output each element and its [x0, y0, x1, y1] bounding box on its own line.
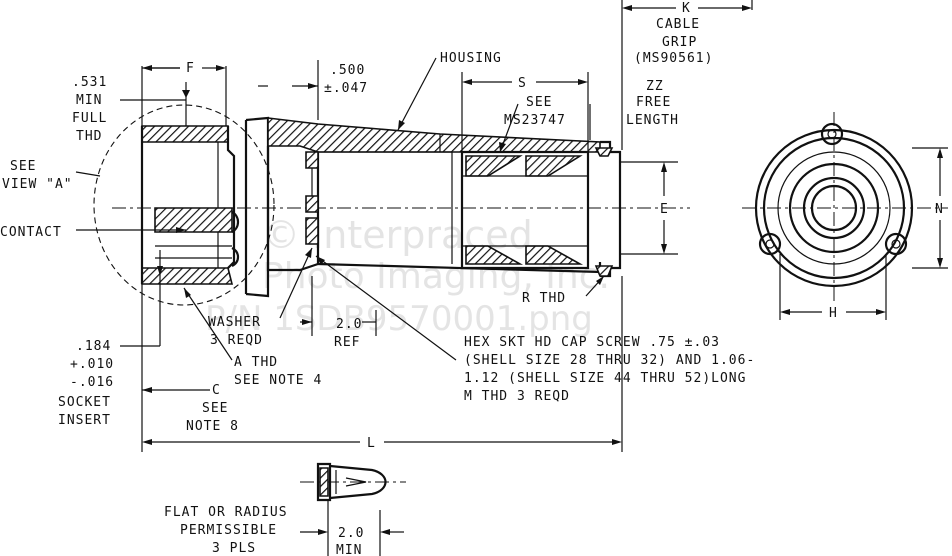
dimension-lines	[75, 0, 753, 556]
label-socket: SOCKET	[58, 395, 111, 410]
label-flat-1: FLAT OR RADIUS	[164, 505, 288, 520]
inner-bore	[318, 151, 453, 264]
screw-hole-top	[820, 122, 844, 146]
label-contact: CONTACT	[0, 225, 62, 240]
screw-hole-left	[758, 232, 782, 256]
label-grip: GRIP	[662, 35, 697, 50]
label-note-8: NOTE 8	[186, 419, 239, 434]
label-washer: WASHER	[208, 315, 261, 330]
r-thread-top	[594, 147, 614, 157]
label-hex-2: (SHELL SIZE 28 THRU 32) AND 1.06-	[464, 353, 755, 368]
label-free: FREE	[636, 95, 671, 110]
label-dim-2-0-ref: 2.0	[336, 317, 362, 332]
label-see-2: SEE	[526, 95, 552, 110]
label-see-1: SEE	[10, 159, 36, 174]
socket-insert	[154, 207, 233, 233]
washer-lower	[305, 217, 319, 245]
label-min-2: MIN	[336, 543, 362, 556]
label-hex-4: M THD 3 REQD	[464, 389, 570, 404]
watermark: © Interpraced Photo Imaging, Inc. P/N 1S…	[205, 213, 610, 339]
label-a-thd: A THD	[234, 355, 278, 370]
label-f: F	[186, 61, 195, 76]
contact-tip-2	[231, 247, 240, 267]
label-h: H	[829, 306, 838, 321]
label-l: L	[367, 436, 376, 451]
label-tol-047: ±.047	[324, 81, 368, 96]
label-tol-016: -.016	[70, 375, 114, 390]
label-ms90561: (MS90561)	[634, 51, 713, 66]
coupling-nut-top	[141, 125, 229, 143]
label-full: FULL	[72, 111, 107, 126]
label-3-pls: 3 PLS	[212, 541, 256, 556]
label-r-thd: R THD	[522, 291, 566, 306]
grip-seal-4	[525, 245, 584, 265]
side-view	[93, 104, 690, 306]
end-view	[742, 112, 948, 320]
r-thread	[594, 265, 614, 277]
grip-seal-2	[525, 155, 583, 177]
watermark-line-3: P/N 1SDB9570001.png	[205, 299, 593, 339]
label-ref: REF	[334, 335, 360, 350]
grip-seal-1	[465, 155, 523, 177]
label-c: C	[212, 383, 221, 398]
label-cable: CABLE	[656, 17, 700, 32]
screw-hole-right	[884, 232, 908, 256]
label-insert: INSERT	[58, 413, 111, 428]
label-dim-2-0-min: 2.0	[338, 526, 364, 541]
contact-tip	[231, 211, 240, 233]
label-length: LENGTH	[626, 113, 679, 128]
coupling-nut-bottom	[141, 267, 234, 285]
label-k: K	[682, 1, 691, 16]
label-zz: ZZ	[646, 79, 664, 94]
label-flat-2: PERMISSIBLE	[180, 523, 277, 538]
housing-rear-wall	[266, 146, 319, 272]
label-dim-500: .500	[330, 63, 365, 78]
label-see-3: SEE	[202, 401, 228, 416]
label-housing: HOUSING	[440, 51, 502, 66]
label-ms23747: MS23747	[504, 113, 566, 128]
label-see-note-4: SEE NOTE 4	[234, 373, 322, 388]
label-dim-531: .531	[72, 75, 107, 90]
label-3-reqd: 3 REQD	[210, 333, 263, 348]
coupling-nut-inner	[226, 126, 236, 269]
label-tol-010: +.010	[70, 357, 114, 372]
washer-top	[305, 151, 319, 169]
label-hex-1: HEX SKT HD CAP SCREW .75 ±.03	[464, 335, 720, 350]
view-a-circle	[93, 104, 275, 306]
label-view-a: VIEW "A"	[2, 177, 73, 192]
label-s: S	[518, 76, 527, 91]
cable-grip-body	[460, 150, 590, 270]
label-e: E	[660, 202, 669, 217]
flat-or-radius-detail	[300, 462, 406, 502]
label-min-1: MIN	[76, 93, 102, 108]
label-dim-184: .184	[76, 339, 111, 354]
rear-end	[600, 140, 622, 278]
label-thd-1: THD	[76, 129, 102, 144]
label-n: N	[935, 202, 944, 217]
washer-mid	[305, 195, 319, 213]
label-hex-3: 1.12 (SHELL SIZE 44 THRU 52)LONG	[464, 371, 746, 386]
